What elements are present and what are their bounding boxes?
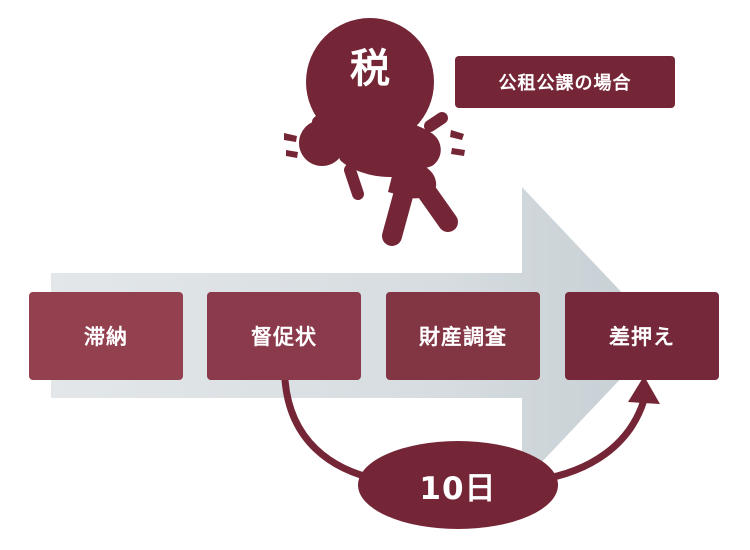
tax-label: 税	[350, 46, 390, 92]
step-delinquency: 滞納	[29, 292, 183, 380]
connector-arrow-head	[628, 376, 660, 404]
step-demand-letter: 督促状	[207, 292, 361, 380]
ten-day-ellipse	[358, 441, 558, 529]
step-asset-investigation: 財産調査	[386, 292, 540, 380]
step-seizure: 差押え	[565, 292, 719, 380]
public-levy-badge: 公租公課の場合	[455, 56, 675, 108]
burdened-person-icon	[284, 102, 465, 246]
ten-days-label: 10日	[419, 470, 497, 507]
